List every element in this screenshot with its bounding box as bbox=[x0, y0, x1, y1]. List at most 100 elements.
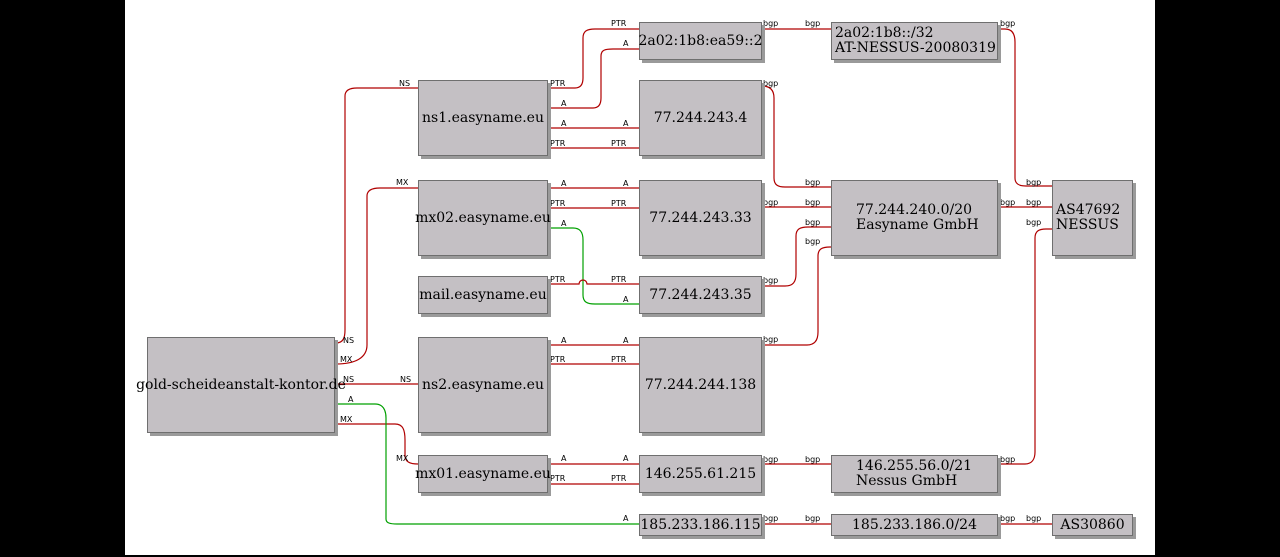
node-net-146-255-56-0-21[interactable]: 146.255.56.0/21 Nessus GmbH bbox=[831, 455, 998, 493]
node-as30860[interactable]: AS30860 bbox=[1052, 514, 1133, 536]
lbl-bgp: bgp bbox=[1026, 178, 1041, 187]
lbl-bgp: bgp bbox=[1026, 514, 1041, 523]
lbl-ptr: PTR bbox=[550, 139, 566, 148]
node-gold-scheideanstalt-kontor[interactable]: gold-scheideanstalt-kontor.de bbox=[136, 337, 346, 433]
lbl-bgp: bgp bbox=[763, 198, 778, 207]
node-ip-77-244-243-33[interactable]: 77.244.243.33 bbox=[639, 180, 762, 256]
lbl-ptr: PTR bbox=[550, 79, 566, 88]
lbl-a: A bbox=[623, 119, 629, 128]
node-label-line2: NESSUS bbox=[1056, 217, 1119, 233]
edge-ip35-easynet bbox=[762, 226, 831, 287]
node-label: 77.244.243.35 bbox=[649, 286, 752, 303]
node-label: mail.easyname.eu bbox=[419, 286, 547, 303]
edge-gold-ip115 bbox=[336, 403, 639, 525]
lbl-a: A bbox=[561, 219, 567, 228]
node-label: mx01.easyname.eu bbox=[415, 465, 551, 482]
node-mx02-easyname[interactable]: mx02.easyname.eu bbox=[415, 180, 551, 256]
lbl-bgp: bgp bbox=[805, 514, 820, 523]
node-ip-77-244-244-138[interactable]: 77.244.244.138 bbox=[639, 337, 762, 433]
edge-ip138-easynet bbox=[762, 246, 831, 346]
lbl-a: A bbox=[623, 454, 629, 463]
lbl-a: A bbox=[561, 179, 567, 188]
lbl-a: A bbox=[623, 179, 629, 188]
lbl-a: A bbox=[623, 295, 629, 304]
node-label: AS30860 bbox=[1060, 516, 1125, 533]
node-label-line2: AT-NESSUS-20080319 bbox=[835, 40, 996, 56]
lbl-a: A bbox=[348, 395, 354, 404]
lbl-ptr: PTR bbox=[611, 275, 627, 284]
node-label: 77.244.243.33 bbox=[649, 209, 752, 226]
edge-gold-ns1 bbox=[335, 87, 418, 344]
diagram-canvas: NS NS MX MX NS NS A MX MX PTR A PTR A A … bbox=[125, 0, 1155, 555]
node-ns1-easyname[interactable]: ns1.easyname.eu bbox=[418, 80, 548, 156]
node-label-line1: 146.255.56.0/21 bbox=[856, 458, 973, 474]
lbl-mx: MX bbox=[396, 454, 409, 463]
lbl-bgp: bgp bbox=[763, 19, 778, 28]
node-label-line2: Easyname GmbH bbox=[856, 217, 979, 233]
lbl-bgp: bgp bbox=[805, 218, 820, 227]
lbl-bgp: bgp bbox=[805, 455, 820, 464]
node-label: 77.244.244.138 bbox=[644, 376, 757, 393]
lbl-mx: MX bbox=[340, 415, 353, 424]
node-label: gold-scheideanstalt-kontor.de bbox=[136, 376, 346, 393]
lbl-ns: NS bbox=[400, 375, 411, 384]
lbl-a: A bbox=[561, 119, 567, 128]
lbl-ns: NS bbox=[343, 375, 354, 384]
node-mail-easyname[interactable]: mail.easyname.eu bbox=[418, 276, 548, 314]
lbl-a: A bbox=[561, 99, 567, 108]
node-label: ns2.easyname.eu bbox=[422, 376, 544, 393]
lbl-bgp: bgp bbox=[763, 79, 778, 88]
lbl-ptr: PTR bbox=[550, 474, 566, 483]
lbl-bgp: bgp bbox=[805, 198, 820, 207]
lbl-bgp: bgp bbox=[1026, 198, 1041, 207]
node-label-line2: Nessus GmbH bbox=[856, 473, 958, 489]
node-ip-77-244-243-35[interactable]: 77.244.243.35 bbox=[639, 276, 762, 314]
lbl-ptr: PTR bbox=[611, 474, 627, 483]
lbl-a: A bbox=[623, 336, 629, 345]
node-label: 185.233.186.115 bbox=[640, 516, 761, 533]
lbl-bgp: bgp bbox=[1000, 455, 1015, 464]
node-label: mx02.easyname.eu bbox=[415, 209, 551, 226]
node-net-185-233-186-0-24[interactable]: 185.233.186.0/24 bbox=[831, 514, 998, 536]
edge-net6-as47692 bbox=[998, 28, 1052, 187]
node-net-77-244-240-0-20[interactable]: 77.244.240.0/20 Easyname GmbH bbox=[831, 180, 998, 256]
lbl-ns: NS bbox=[399, 79, 410, 88]
lbl-bgp: bgp bbox=[1000, 19, 1015, 28]
lbl-ptr: PTR bbox=[550, 355, 566, 364]
node-ip-185-233-186-115[interactable]: 185.233.186.115 bbox=[639, 514, 762, 536]
edge-gold-mx01 bbox=[336, 423, 419, 465]
node-label-line1: 2a02:1b8::/32 bbox=[835, 25, 934, 41]
node-net-2a02-1b8-32[interactable]: 2a02:1b8::/32 AT-NESSUS-20080319 bbox=[831, 22, 998, 60]
node-ns2-easyname[interactable]: ns2.easyname.eu bbox=[418, 337, 548, 433]
lbl-bgp: bgp bbox=[1000, 514, 1015, 523]
node-ip-146-255-61-215[interactable]: 146.255.61.215 bbox=[639, 455, 762, 493]
node-ipv6-2a02-1b8-ea59-2[interactable]: 2a02:1b8:ea59::2 bbox=[638, 22, 763, 60]
lbl-ptr: PTR bbox=[611, 355, 627, 364]
edge-ns1-ipv6-a bbox=[548, 48, 639, 109]
node-label: 185.233.186.0/24 bbox=[852, 516, 977, 533]
node-as47692[interactable]: AS47692 NESSUS bbox=[1052, 180, 1133, 256]
lbl-a: A bbox=[561, 454, 567, 463]
node-mx01-easyname[interactable]: mx01.easyname.eu bbox=[415, 455, 551, 493]
lbl-bgp: bgp bbox=[763, 455, 778, 464]
node-ip-77-244-243-4[interactable]: 77.244.243.4 bbox=[639, 80, 762, 156]
lbl-mx: MX bbox=[340, 355, 353, 364]
edges-layer: NS NS MX MX NS NS A MX MX PTR A PTR A A … bbox=[335, 19, 1052, 525]
edge-mail-ip35-ptr bbox=[548, 279, 639, 285]
lbl-bgp: bgp bbox=[1000, 198, 1015, 207]
node-label: 146.255.61.215 bbox=[644, 465, 757, 482]
edge-ip4-easynet bbox=[761, 85, 831, 188]
lbl-bgp: bgp bbox=[805, 237, 820, 246]
edge-ns1-ipv6-ptr bbox=[548, 28, 639, 89]
lbl-a: A bbox=[623, 39, 629, 48]
lbl-bgp: bgp bbox=[763, 276, 778, 285]
lbl-mx: MX bbox=[396, 178, 409, 187]
lbl-ptr: PTR bbox=[550, 199, 566, 208]
node-label-line1: AS47692 bbox=[1056, 202, 1121, 218]
lbl-bgp: bgp bbox=[1026, 218, 1041, 227]
lbl-bgp: bgp bbox=[763, 514, 778, 523]
lbl-ptr: PTR bbox=[611, 139, 627, 148]
lbl-a: A bbox=[561, 336, 567, 345]
lbl-bgp: bgp bbox=[805, 178, 820, 187]
lbl-ptr: PTR bbox=[611, 199, 627, 208]
